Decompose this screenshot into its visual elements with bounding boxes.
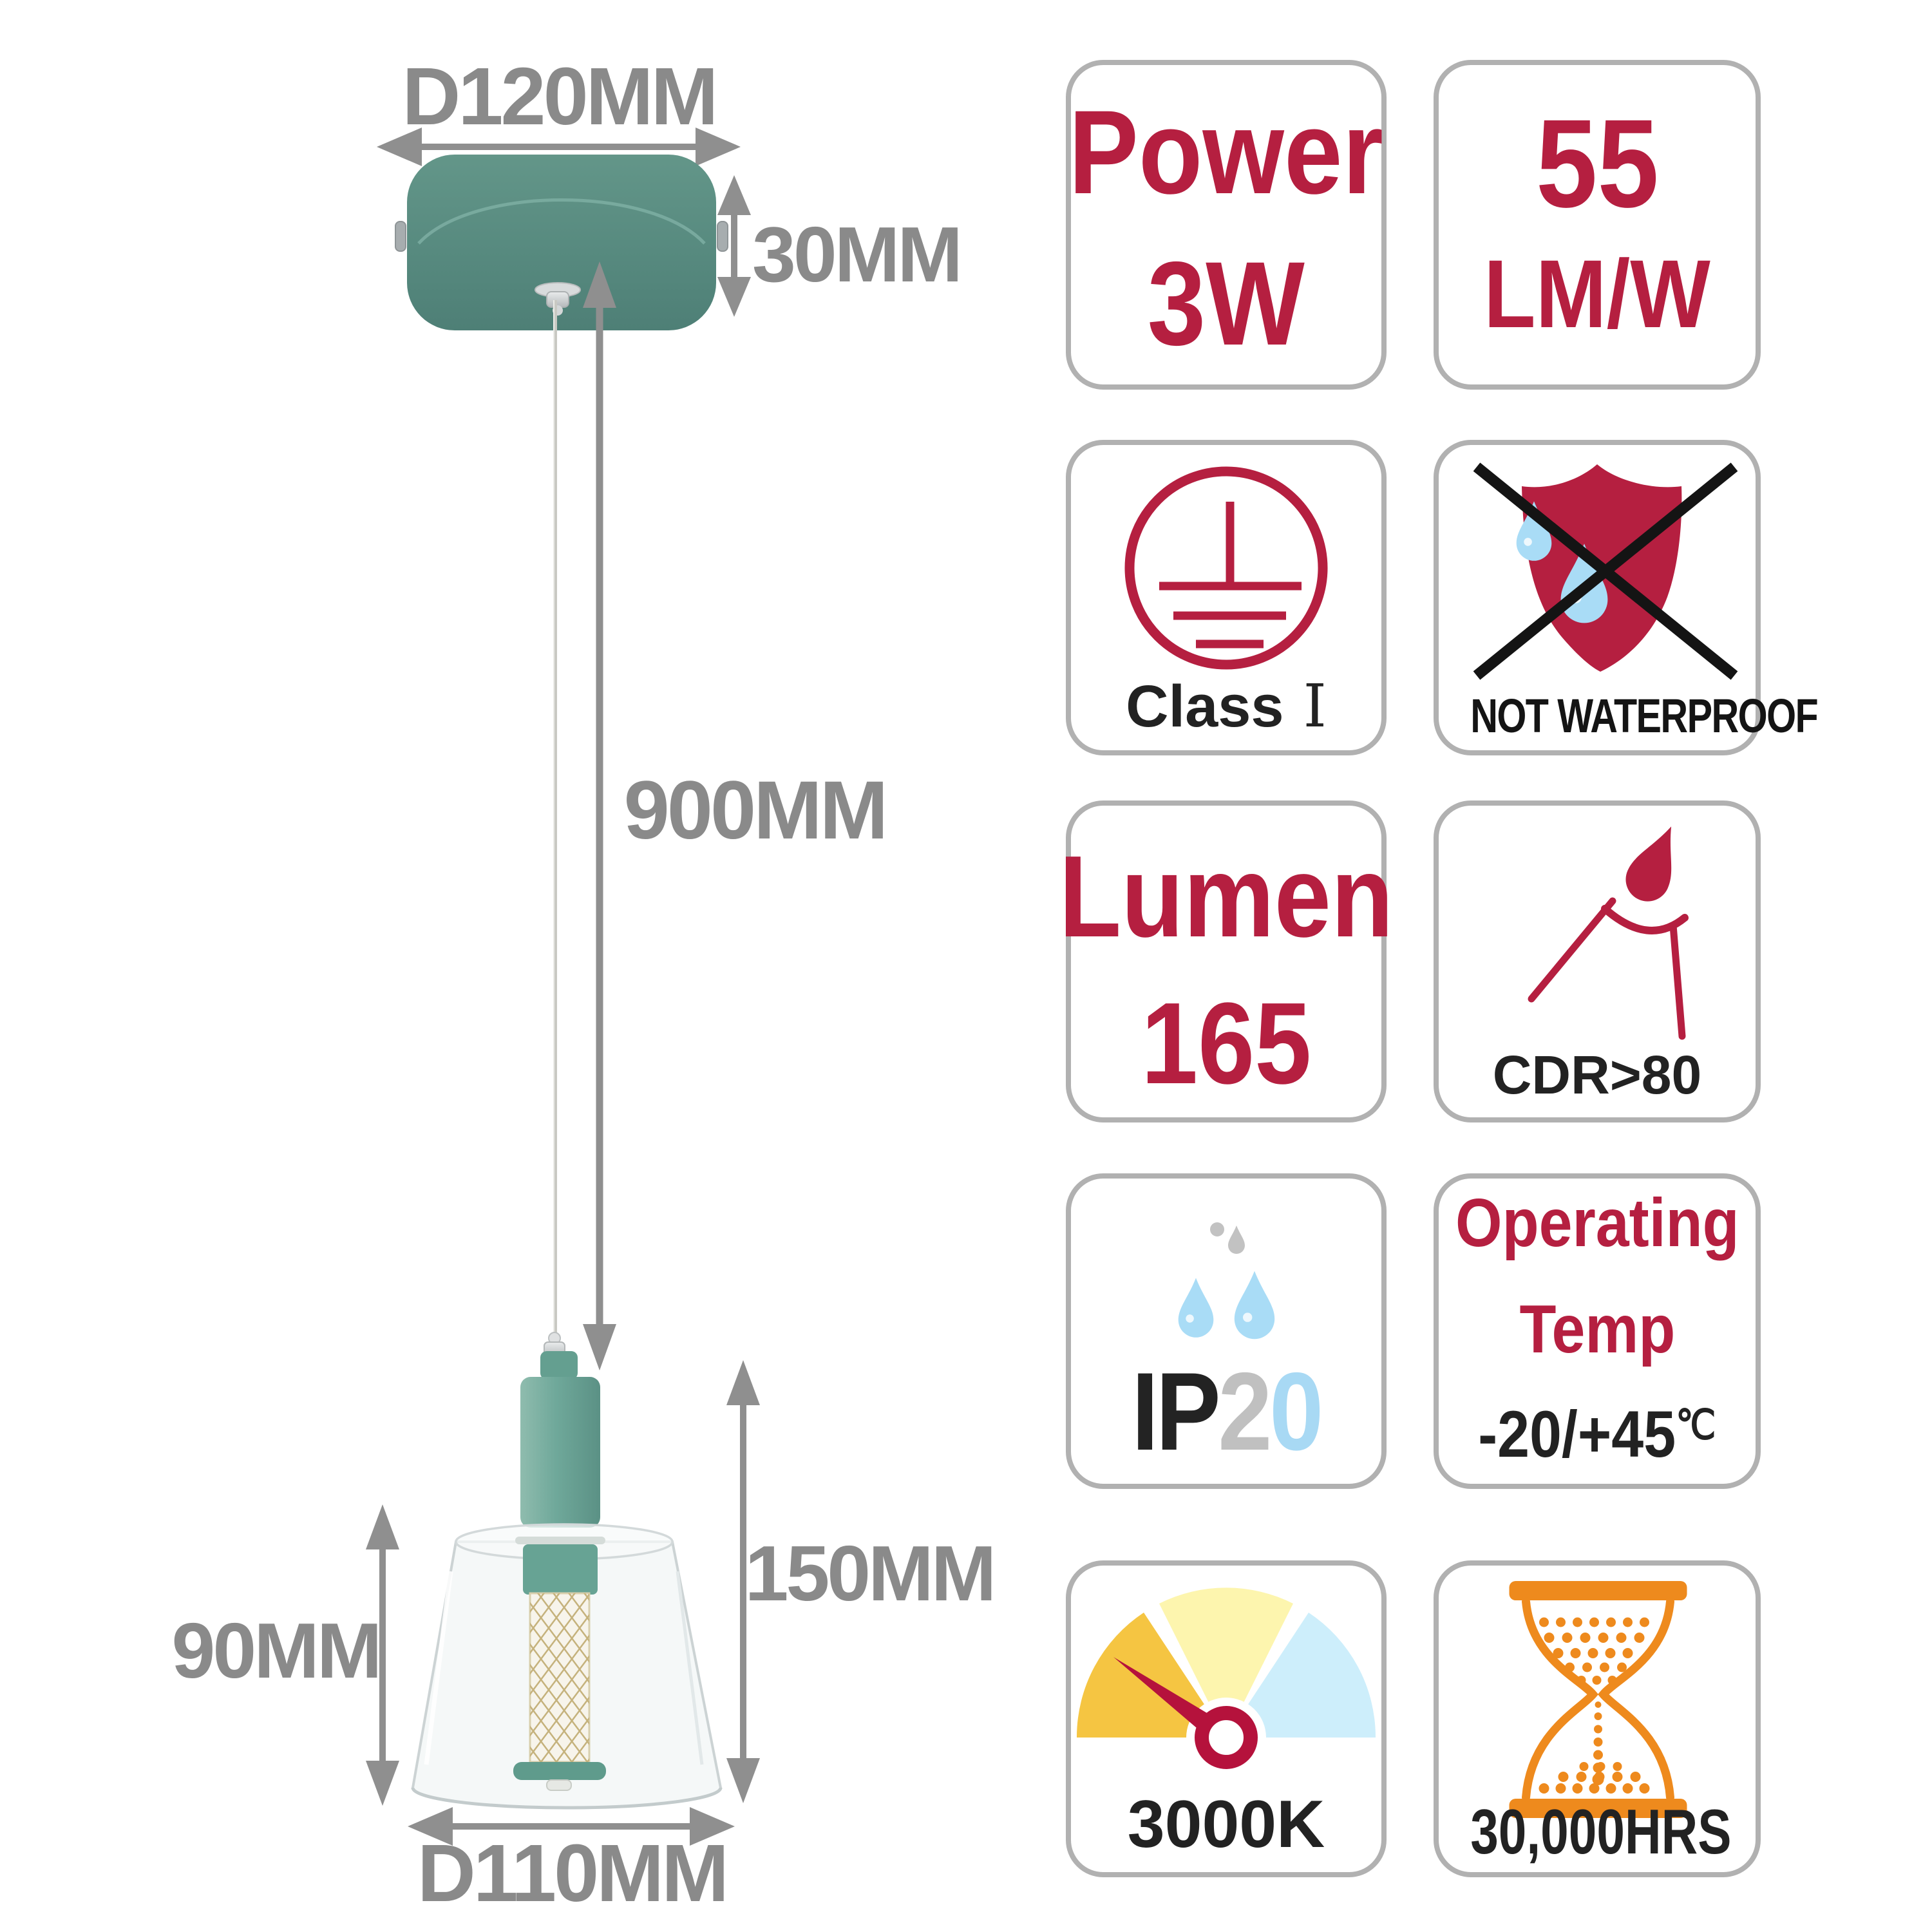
color-temp-label: 3000K — [1127, 1787, 1325, 1862]
insulation-numeral: I — [1303, 672, 1327, 741]
lumen-label: Lumen — [1059, 832, 1394, 961]
dim-canopy-diameter: D120MM — [377, 51, 741, 166]
canopy-diameter-label: D120MM — [402, 51, 715, 142]
shade-mount-plate — [515, 1537, 605, 1544]
ground-class1-icon — [1124, 466, 1328, 670]
card-color-rendering: CDR>80 — [1434, 800, 1761, 1122]
temp-label-1: Operating — [1455, 1185, 1739, 1261]
lumen-value: 165 — [1141, 979, 1312, 1108]
crossed-shield-water-icon — [1473, 462, 1738, 680]
arrow-left-icon — [377, 128, 422, 166]
dim-fixture-height: 150MM — [726, 1360, 996, 1803]
temp-range: -20/+45℃ — [1478, 1401, 1716, 1467]
card-lumen: Lumen 165 — [1059, 800, 1394, 1122]
water-drops-icon — [1178, 1222, 1275, 1340]
insulation-caption: Class I — [1071, 674, 1381, 739]
arrow-right-icon — [696, 128, 741, 166]
card-not-waterproof: NOT WATERPROOF — [1434, 440, 1819, 755]
canopy-screw-right — [717, 221, 728, 252]
canopy-height-label: 30MM — [752, 211, 960, 298]
lamp-stem — [520, 1377, 600, 1528]
inner-collar — [523, 1544, 598, 1595]
canopy-screw-left — [395, 221, 406, 252]
ip-digit-0: 0 — [1269, 1350, 1323, 1473]
suspension-cable — [553, 300, 557, 1346]
drop-length-label: 900MM — [624, 764, 886, 857]
efficacy-value: 55 — [1535, 93, 1659, 234]
dim-drop-length: 900MM — [583, 261, 888, 1370]
lifespan-label: 30,000HRS — [1470, 1796, 1732, 1867]
shade-diameter-label: D110MM — [417, 1828, 726, 1918]
card-luminous-efficacy: 55 LM/W — [1434, 60, 1761, 390]
ip-prefix: IP — [1132, 1350, 1221, 1473]
ip-digit-2: 2 — [1218, 1350, 1272, 1473]
ip-rating-label: IP20 — [1090, 1356, 1363, 1467]
pendant-lamp — [411, 1332, 723, 1810]
card-color-temperature: 3000K — [1066, 1560, 1387, 1877]
fixture-height-label: 150MM — [745, 1530, 994, 1617]
hourglass-icon — [1509, 1581, 1687, 1818]
color-temp-gauge-icon — [1076, 1587, 1376, 1777]
color-rendering-drop-icon — [1528, 826, 1689, 1040]
power-value: 3W — [1147, 238, 1305, 370]
card-power: Power 3W — [1066, 60, 1387, 390]
hourglass-sand — [1539, 1617, 1650, 1794]
dim-shade-height: 90MM — [172, 1504, 399, 1806]
temp-value: -20/+45 — [1478, 1397, 1676, 1471]
temp-unit: ℃ — [1676, 1402, 1716, 1448]
card-ip-rating: IP20 — [1066, 1173, 1387, 1489]
cdr-label: CDR>80 — [1492, 1045, 1702, 1105]
temp-label-2: Temp — [1519, 1291, 1675, 1367]
waterproof-label: NOT WATERPROOF — [1470, 689, 1818, 743]
card-operating-temp: Operating Temp -20/+45℃ — [1434, 1173, 1761, 1489]
insulation-label: Class — [1126, 674, 1284, 739]
stem-cap — [540, 1351, 578, 1379]
efficacy-unit: LM/W — [1484, 240, 1710, 348]
ceiling-canopy — [395, 155, 728, 330]
card-insulation-class: Class I — [1066, 440, 1387, 755]
dim-shade-diameter: D110MM — [408, 1807, 735, 1918]
pendant-lamp-dimension-diagram: D120MM 30MM — [172, 51, 997, 1918]
shade-height-label: 90MM — [172, 1607, 380, 1694]
dim-canopy-height: 30MM — [717, 175, 963, 317]
card-lifespan: 30,000HRS — [1434, 1560, 1761, 1877]
bottom-disc — [513, 1762, 606, 1780]
cross-out-x-icon — [1473, 462, 1738, 680]
power-label: Power — [1068, 86, 1384, 219]
